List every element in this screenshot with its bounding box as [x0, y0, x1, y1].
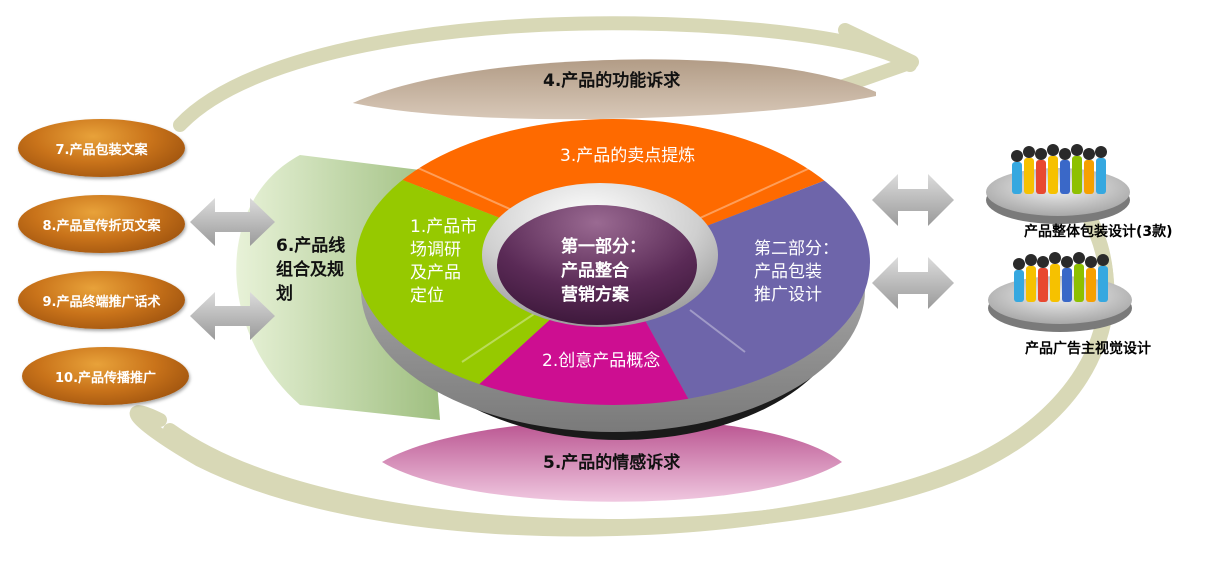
pill-item-9: 9.产品终端推广话术 — [18, 271, 185, 329]
left-arrow-2 — [190, 292, 275, 340]
right-arrow-2 — [872, 257, 954, 309]
pill-label: 10.产品传播推广 — [54, 370, 157, 386]
center-hub — [497, 205, 697, 325]
ad-visual-design-label: 产品广告主视觉设计 — [1025, 341, 1151, 357]
cycle-arrow-head — [831, 23, 919, 95]
segment-bottom — [440, 262, 700, 405]
right-arrow-1 — [872, 174, 954, 226]
emotional-appeal-label: 5.产品的情感诉求 — [543, 453, 681, 473]
center-label: 第一部分： 产品整合 营销方案 — [561, 237, 646, 305]
pill-label: 8.产品宣传折页文案 — [42, 218, 161, 234]
team-icon — [986, 144, 1130, 224]
pill-item-7: 7.产品包装文案 — [18, 119, 185, 177]
pill-label: 7.产品包装文案 — [55, 142, 148, 158]
left-arrow-1 — [190, 198, 275, 246]
emotional-appeal-wing — [382, 419, 842, 502]
segment-bottom-label: 2.创意产品概念 — [542, 351, 661, 371]
segment-left-label: 1.产品市 场调研 及产品 定位 — [410, 217, 478, 306]
team-icon — [988, 252, 1132, 332]
pill-item-10: 10.产品传播推广 — [22, 347, 189, 405]
functional-appeal-label: 4.产品的功能诉求 — [543, 71, 681, 91]
packaging-design-label: 产品整体包装设计(3款) — [1024, 224, 1173, 240]
product-line-label: 6.产品线 组合及规 划 — [276, 236, 346, 304]
pill-item-8: 8.产品宣传折页文案 — [18, 195, 185, 253]
pill-label: 9.产品终端推广话术 — [42, 294, 161, 310]
segment-top-label: 3.产品的卖点提炼 — [560, 146, 696, 166]
segment-right-label: 第二部分： 产品包装 推广设计 — [754, 239, 839, 305]
